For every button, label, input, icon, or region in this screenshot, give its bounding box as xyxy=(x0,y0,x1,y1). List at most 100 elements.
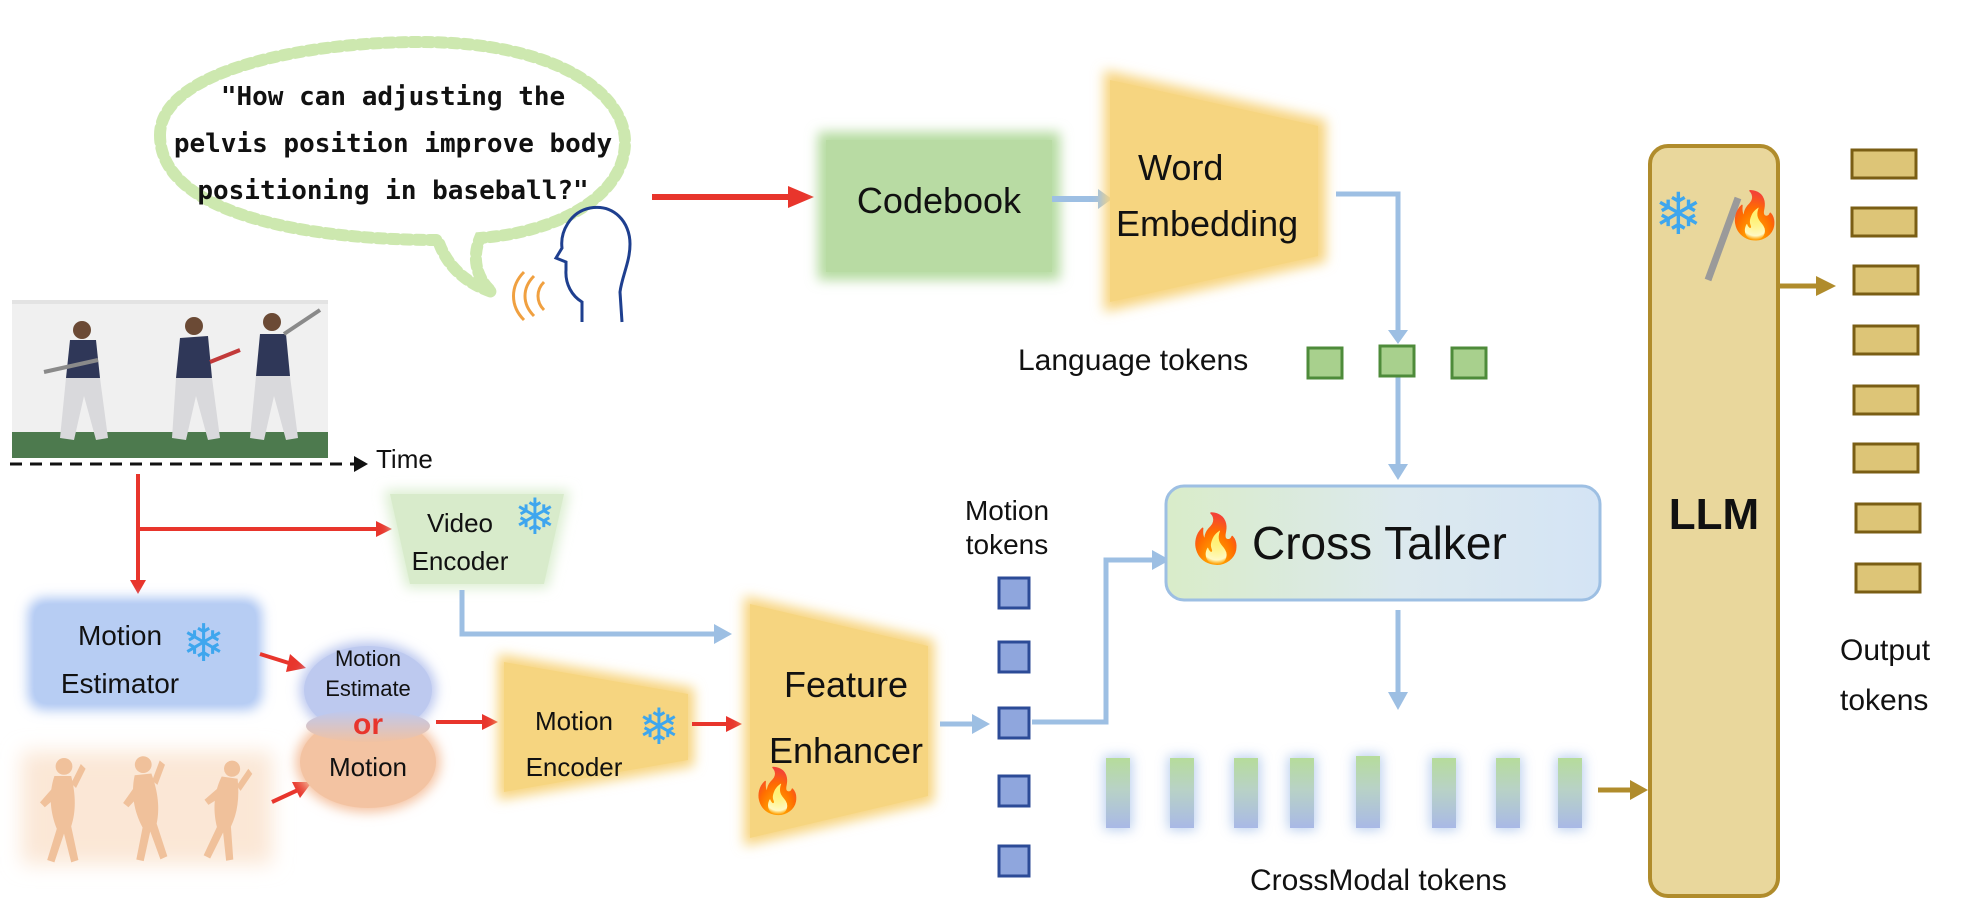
codebook-label: Codebook xyxy=(856,180,1022,221)
speech-line: "How can adjusting the xyxy=(220,82,566,112)
crossmodal-token xyxy=(1234,758,1258,828)
output-token xyxy=(1852,442,1920,474)
output-token xyxy=(1852,264,1920,296)
motion-token-list xyxy=(997,576,1031,878)
speech-line: pelvis position improve body xyxy=(173,129,613,159)
text-to-codebook-arrow xyxy=(652,186,814,208)
snowflake-icon: ❄ xyxy=(514,489,556,545)
llm-block xyxy=(1648,144,1780,898)
video-encoder-block xyxy=(384,490,570,588)
motion-estimator-line: Estimator xyxy=(60,668,180,699)
crossmodal-token-list xyxy=(1104,754,1584,830)
motion-estimator-label: Motion Estimator xyxy=(40,612,200,708)
video-to-encoders-arrows xyxy=(130,474,392,594)
speech-line: positioning in baseball?" xyxy=(197,176,589,206)
cross-talker-block xyxy=(1164,484,1602,602)
or-label: or xyxy=(353,708,383,741)
output-token xyxy=(1852,384,1920,416)
output-token-list xyxy=(1850,148,1922,594)
motion-estimator-block xyxy=(28,598,262,710)
motion-encoder-line: Encoder xyxy=(525,752,623,782)
word-embedding-line: Word xyxy=(1138,147,1224,188)
snowflake-icon: ❄ xyxy=(182,615,226,673)
motion-tokens-label: Motion tokens xyxy=(944,494,1070,562)
motion-token xyxy=(997,774,1031,808)
tokens-to-crosstalker-arrow xyxy=(1032,550,1170,725)
feature-enhancer-block xyxy=(744,596,934,846)
language-token xyxy=(1306,346,1344,380)
motion-estimate-line: Estimate xyxy=(325,676,411,701)
crossmodal-token xyxy=(1290,758,1314,828)
feature-enhancer-label: Feature Enhancer xyxy=(756,652,936,784)
language-token-list xyxy=(1306,344,1488,380)
motion-token xyxy=(997,576,1031,610)
speech-bubble xyxy=(153,35,632,298)
encoder-to-enhancer-arrow xyxy=(692,716,742,732)
word-embedding-block xyxy=(1104,70,1326,312)
time-axis xyxy=(10,456,368,472)
fire-icon: 🔥 xyxy=(1186,513,1246,566)
output-token xyxy=(1854,502,1922,534)
motion-input-bubble xyxy=(296,642,440,812)
motion-token xyxy=(997,640,1031,674)
video-encoder-line: Video xyxy=(426,508,494,538)
motion-encoder-block xyxy=(498,654,694,800)
motion-encoder-line: Motion xyxy=(534,706,614,736)
to-motion-input-arrows xyxy=(259,652,312,804)
crossmodal-tokens-label: CrossModal tokens xyxy=(1250,864,1507,897)
snowflake-icon: ❄ xyxy=(1654,182,1703,247)
video-encoder-to-enhancer-arrow xyxy=(459,590,732,644)
motion-token xyxy=(997,844,1031,878)
feature-enhancer-line: Feature xyxy=(783,664,909,705)
fire-icon: 🔥 xyxy=(750,767,805,816)
language-tokens-label: Language tokens xyxy=(1018,344,1249,377)
snowflake-icon: ❄ xyxy=(638,699,680,755)
word-embedding-label: Word Embedding xyxy=(1104,140,1324,252)
motion-token xyxy=(997,706,1031,740)
codebook-to-embedding-arrow xyxy=(1052,189,1112,209)
time-label: Time xyxy=(376,444,433,474)
language-token xyxy=(1450,346,1488,380)
motion-tokens-line: tokens xyxy=(965,529,1049,560)
codebook-block xyxy=(818,132,1060,280)
motion-to-encoder-arrow xyxy=(436,714,498,730)
crossmodal-token xyxy=(1106,758,1130,828)
motion-encoder-label: Motion Encoder xyxy=(504,698,644,790)
language-token xyxy=(1378,344,1416,378)
video-encoder-line: Encoder xyxy=(411,546,509,576)
crossmodal-token xyxy=(1558,758,1582,828)
crossmodal-token xyxy=(1356,756,1380,828)
video-encoder-label: Video Encoder xyxy=(410,504,510,580)
crossmodal-token xyxy=(1496,758,1520,828)
output-token xyxy=(1850,148,1918,180)
crossmodal-token xyxy=(1170,758,1194,828)
crosstalker-to-crossmodal-arrow xyxy=(1388,610,1408,710)
output-tokens-line: tokens xyxy=(1840,684,1929,717)
motion-estimate-label: Motion Estimate xyxy=(306,644,430,704)
output-tokens-line: Output xyxy=(1840,634,1931,667)
feature-enhancer-line: Enhancer xyxy=(768,730,924,771)
crossmodal-to-llm-arrow xyxy=(1598,780,1648,800)
motion-estimator-line: Motion xyxy=(77,620,163,651)
embedding-to-crosstalker-arrow xyxy=(1336,191,1408,480)
motion-pose-image xyxy=(22,752,272,864)
output-token xyxy=(1852,324,1920,356)
llm-to-output-arrow xyxy=(1780,276,1836,296)
speech-question: "How can adjusting the pelvis position i… xyxy=(160,74,626,215)
output-token xyxy=(1850,206,1918,238)
fire-icon: 🔥 xyxy=(1726,189,1784,241)
speaking-head-icon xyxy=(512,205,632,323)
motion-tokens-line: Motion xyxy=(964,495,1050,526)
output-tokens-label: Output tokens xyxy=(1840,626,1960,726)
motion-estimate-line: Motion xyxy=(334,646,402,671)
cross-talker-label: Cross Talker xyxy=(1252,517,1507,569)
output-token xyxy=(1854,562,1922,594)
enhancer-to-tokens-arrow xyxy=(940,714,990,734)
word-embedding-line: Embedding xyxy=(1116,203,1299,244)
video-frames-image xyxy=(12,300,328,458)
llm-label: LLM xyxy=(1668,490,1760,539)
crossmodal-token xyxy=(1432,758,1456,828)
motion-label: Motion xyxy=(328,752,408,782)
